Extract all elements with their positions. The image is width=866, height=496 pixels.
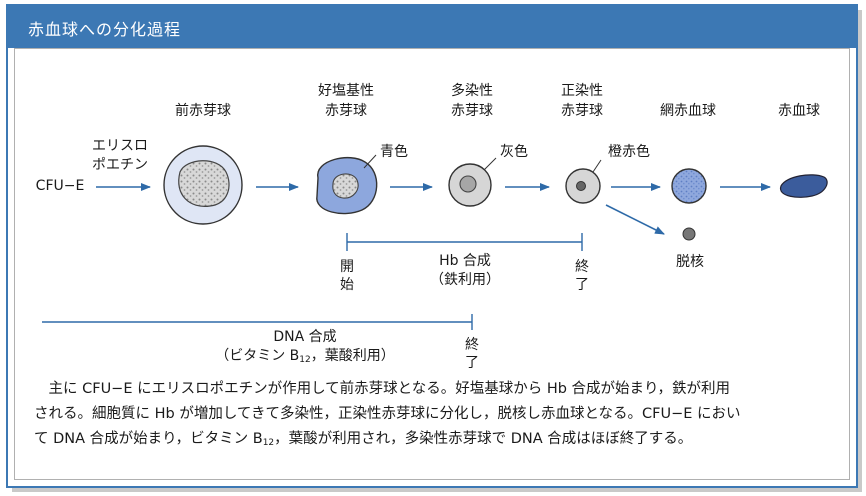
color-blue-label: 青色 — [380, 144, 408, 160]
figure-panel: 赤血球への分化過程 — [6, 4, 858, 488]
stage4-label-line2: 赤芽球 — [561, 103, 603, 119]
basophilic-erythroblast-nucleus — [332, 173, 359, 199]
stage3-label-line2: 赤芽球 — [451, 103, 493, 119]
hb-end-label-1: 終 — [575, 259, 589, 275]
dna-synthesis-label: DNA 合成 — [273, 329, 337, 345]
proerythroblast-nucleus — [178, 160, 230, 207]
leader-blue — [363, 154, 377, 169]
arrow-to-nucleus — [605, 204, 665, 235]
epo-label-line2: ポエチン — [92, 157, 148, 173]
color-gray-label: 灰色 — [500, 144, 528, 160]
nucleus-label: 脱核 — [676, 254, 704, 270]
stage3-label-line1: 多染性 — [451, 83, 493, 99]
stage6-label: 赤血球 — [778, 103, 820, 119]
stage1-label: 前赤芽球 — [175, 103, 231, 119]
cfu-e-label: CFU−E — [35, 178, 85, 194]
description-line-2: される。細胞質に Hb が増加してきて多染性，正染性赤芽球に分化し，脱核し赤血球… — [34, 406, 741, 422]
stage4-label-line1: 正染性 — [561, 83, 603, 99]
expelled-nucleus — [682, 227, 696, 241]
polychromatic-erythroblast-nucleus — [459, 175, 477, 193]
page-title: 赤血球への分化過程 — [28, 20, 182, 39]
description-line-3-post: ，葉酸が利用され，多染性赤芽球で DNA 合成はほぼ終了する。 — [274, 431, 693, 447]
orthochromatic-erythroblast-nucleus — [576, 181, 586, 191]
leader-orange — [592, 159, 602, 173]
description-line-3-pre: て DNA 合成が始まり，ビタミン B — [34, 431, 263, 447]
epo-label-line1: エリスロ — [92, 138, 148, 154]
description-line-1: 主に CFU−E にエリスロポエチンが作用して前赤芽球となる。好塩基球から Hb… — [48, 381, 731, 397]
dna-end-label-2: 了 — [465, 355, 479, 371]
dna-end-label-1: 終 — [465, 337, 479, 353]
dna-folate-text: ，葉酸利用） — [310, 348, 395, 364]
color-orange-label: 橙赤色 — [608, 144, 650, 160]
description-text: 主に CFU−E にエリスロポエチンが作用して前赤芽球となる。好塩基球から Hb… — [34, 377, 830, 456]
description-line-3-sub: 12 — [262, 438, 275, 448]
dna-vitamin-text: （ビタミン B — [215, 348, 300, 364]
hb-start-label-2: 始 — [340, 277, 354, 293]
hb-start-label-1: 開 — [340, 259, 354, 275]
erythrocyte-cell — [780, 174, 828, 198]
hb-iron-label: （鉄利用） — [430, 272, 500, 288]
dna-vitamin-sub: 12 — [299, 355, 311, 365]
figure-body — [14, 48, 850, 480]
stage2-label-line1: 好塩基性 — [318, 83, 374, 99]
leader-gray — [483, 157, 497, 171]
dna-vitamin-label: （ビタミン B12，葉酸利用） — [195, 347, 415, 370]
header-bar: 赤血球への分化過程 — [8, 6, 856, 48]
hb-synthesis-label: Hb 合成 — [439, 253, 491, 269]
stage5-label: 網赤血球 — [660, 103, 716, 119]
stage2-label-line2: 赤芽球 — [325, 103, 367, 119]
hb-end-label-2: 了 — [575, 277, 589, 293]
reticulocyte-cell — [671, 168, 707, 204]
description-line-3: て DNA 合成が始まり，ビタミン B12，葉酸が利用され，多染性赤芽球で DN… — [34, 427, 830, 456]
